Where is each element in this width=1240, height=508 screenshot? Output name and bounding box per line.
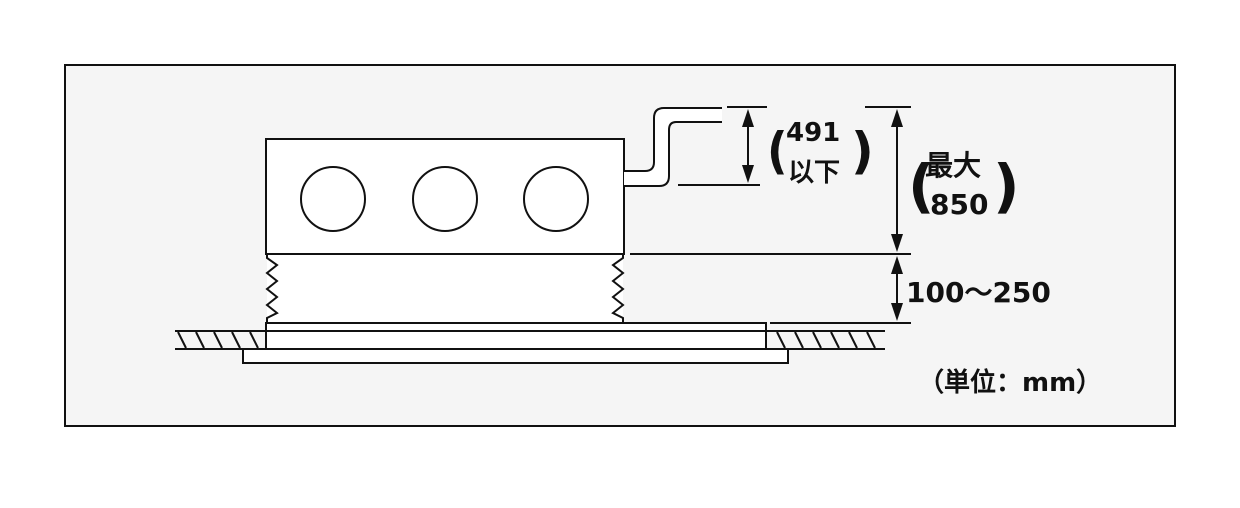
hanger-bolt-left [265,255,279,323]
fan-circle-1 [300,166,366,232]
unit-note: （単位：mm） [918,367,1102,398]
max-height-value: 850 [930,188,988,221]
ceiling-gap-label: 100〜250 [906,276,1051,309]
panel-body [265,322,767,351]
ceiling-hatch-left [177,331,259,349]
ceiling-hatch-right [776,331,876,349]
fan-circle-2 [412,166,478,232]
pipe-outer-line [624,107,722,172]
indoor-unit [265,138,625,255]
hanger-bolt-right [611,255,625,323]
pipe-rise-suffix: 以下 [788,158,840,188]
dimension-pipe-rise [678,106,767,186]
hanger-space [267,255,623,323]
dimension-ceiling-gap [770,256,911,324]
pipe-rise-close-paren: ) [851,122,874,180]
pipe-rise-open-paren: ( [767,123,788,181]
fan-circle-3 [523,166,589,232]
pipe-rise-value: 491 [786,118,840,148]
ceiling-and-panel [175,322,885,364]
dimension-max-height [630,106,911,255]
max-height-close-paren: ) [993,152,1020,220]
max-height-prefix: 最大 [925,149,981,182]
max-height-open-paren: ( [908,152,935,220]
decoration-panel [242,348,789,364]
drain-pipe [624,107,722,187]
pipe-inner-line [624,121,722,187]
